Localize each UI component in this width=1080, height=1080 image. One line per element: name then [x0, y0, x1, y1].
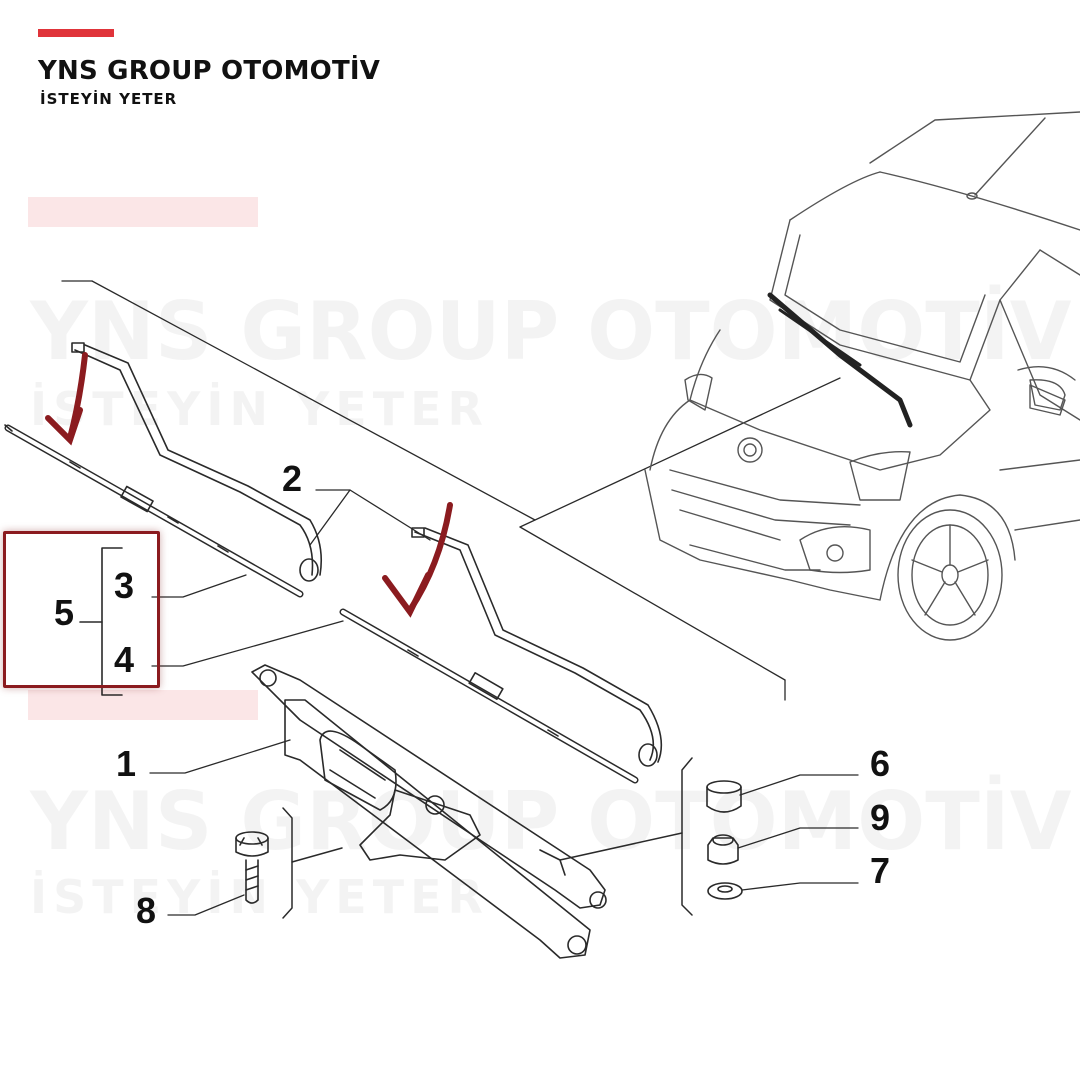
leader-9 — [737, 827, 859, 849]
brand-name: YNS GROUP OTOMOTİV — [38, 56, 381, 86]
part-number-7: 7 — [870, 850, 891, 891]
arrow-right-blade-icon — [382, 502, 453, 618]
leader-3 — [151, 574, 247, 598]
wiper-blade-right-illustration — [339, 608, 639, 784]
construction-lines — [61, 280, 841, 701]
leader-8 — [167, 894, 245, 916]
part-number-1: 1 — [116, 743, 137, 784]
van-illustration — [644, 111, 1080, 641]
part-number-8: 8 — [136, 890, 157, 931]
leader-6 — [739, 774, 859, 796]
part-number-9: 9 — [870, 797, 891, 838]
wiper-arm-left-illustration — [71, 342, 323, 582]
part-number-2: 2 — [282, 458, 303, 499]
cap-illustration — [706, 780, 742, 813]
wiper-blade-left-illustration — [4, 424, 304, 598]
arrow-left-blade-icon — [45, 352, 88, 446]
brand-tagline: İSTEYİN YETER — [40, 90, 178, 108]
part-number-6: 6 — [870, 743, 891, 784]
brand-accent-bar — [38, 29, 114, 37]
blade-group-highlight-box — [3, 531, 160, 688]
group-bracket-bolt — [282, 807, 343, 919]
leader-2b — [349, 489, 431, 541]
washer-illustration — [707, 882, 743, 900]
leader-4 — [151, 620, 344, 667]
nut-illustration — [707, 834, 739, 865]
part-number-5: 5 — [54, 592, 75, 633]
leader-7 — [741, 882, 859, 891]
part-number-4: 4 — [114, 639, 135, 680]
part-number-3: 3 — [114, 565, 135, 606]
bolt-illustration — [235, 831, 269, 904]
wiper-linkage-illustration — [251, 664, 607, 959]
leader-1 — [149, 739, 291, 774]
leader-2a — [309, 489, 351, 546]
wiper-arm-right-illustration — [411, 527, 663, 767]
leader-lines — [149, 489, 859, 916]
group-bracket-fasteners — [559, 757, 693, 916]
group-bracket-5 — [79, 547, 123, 696]
